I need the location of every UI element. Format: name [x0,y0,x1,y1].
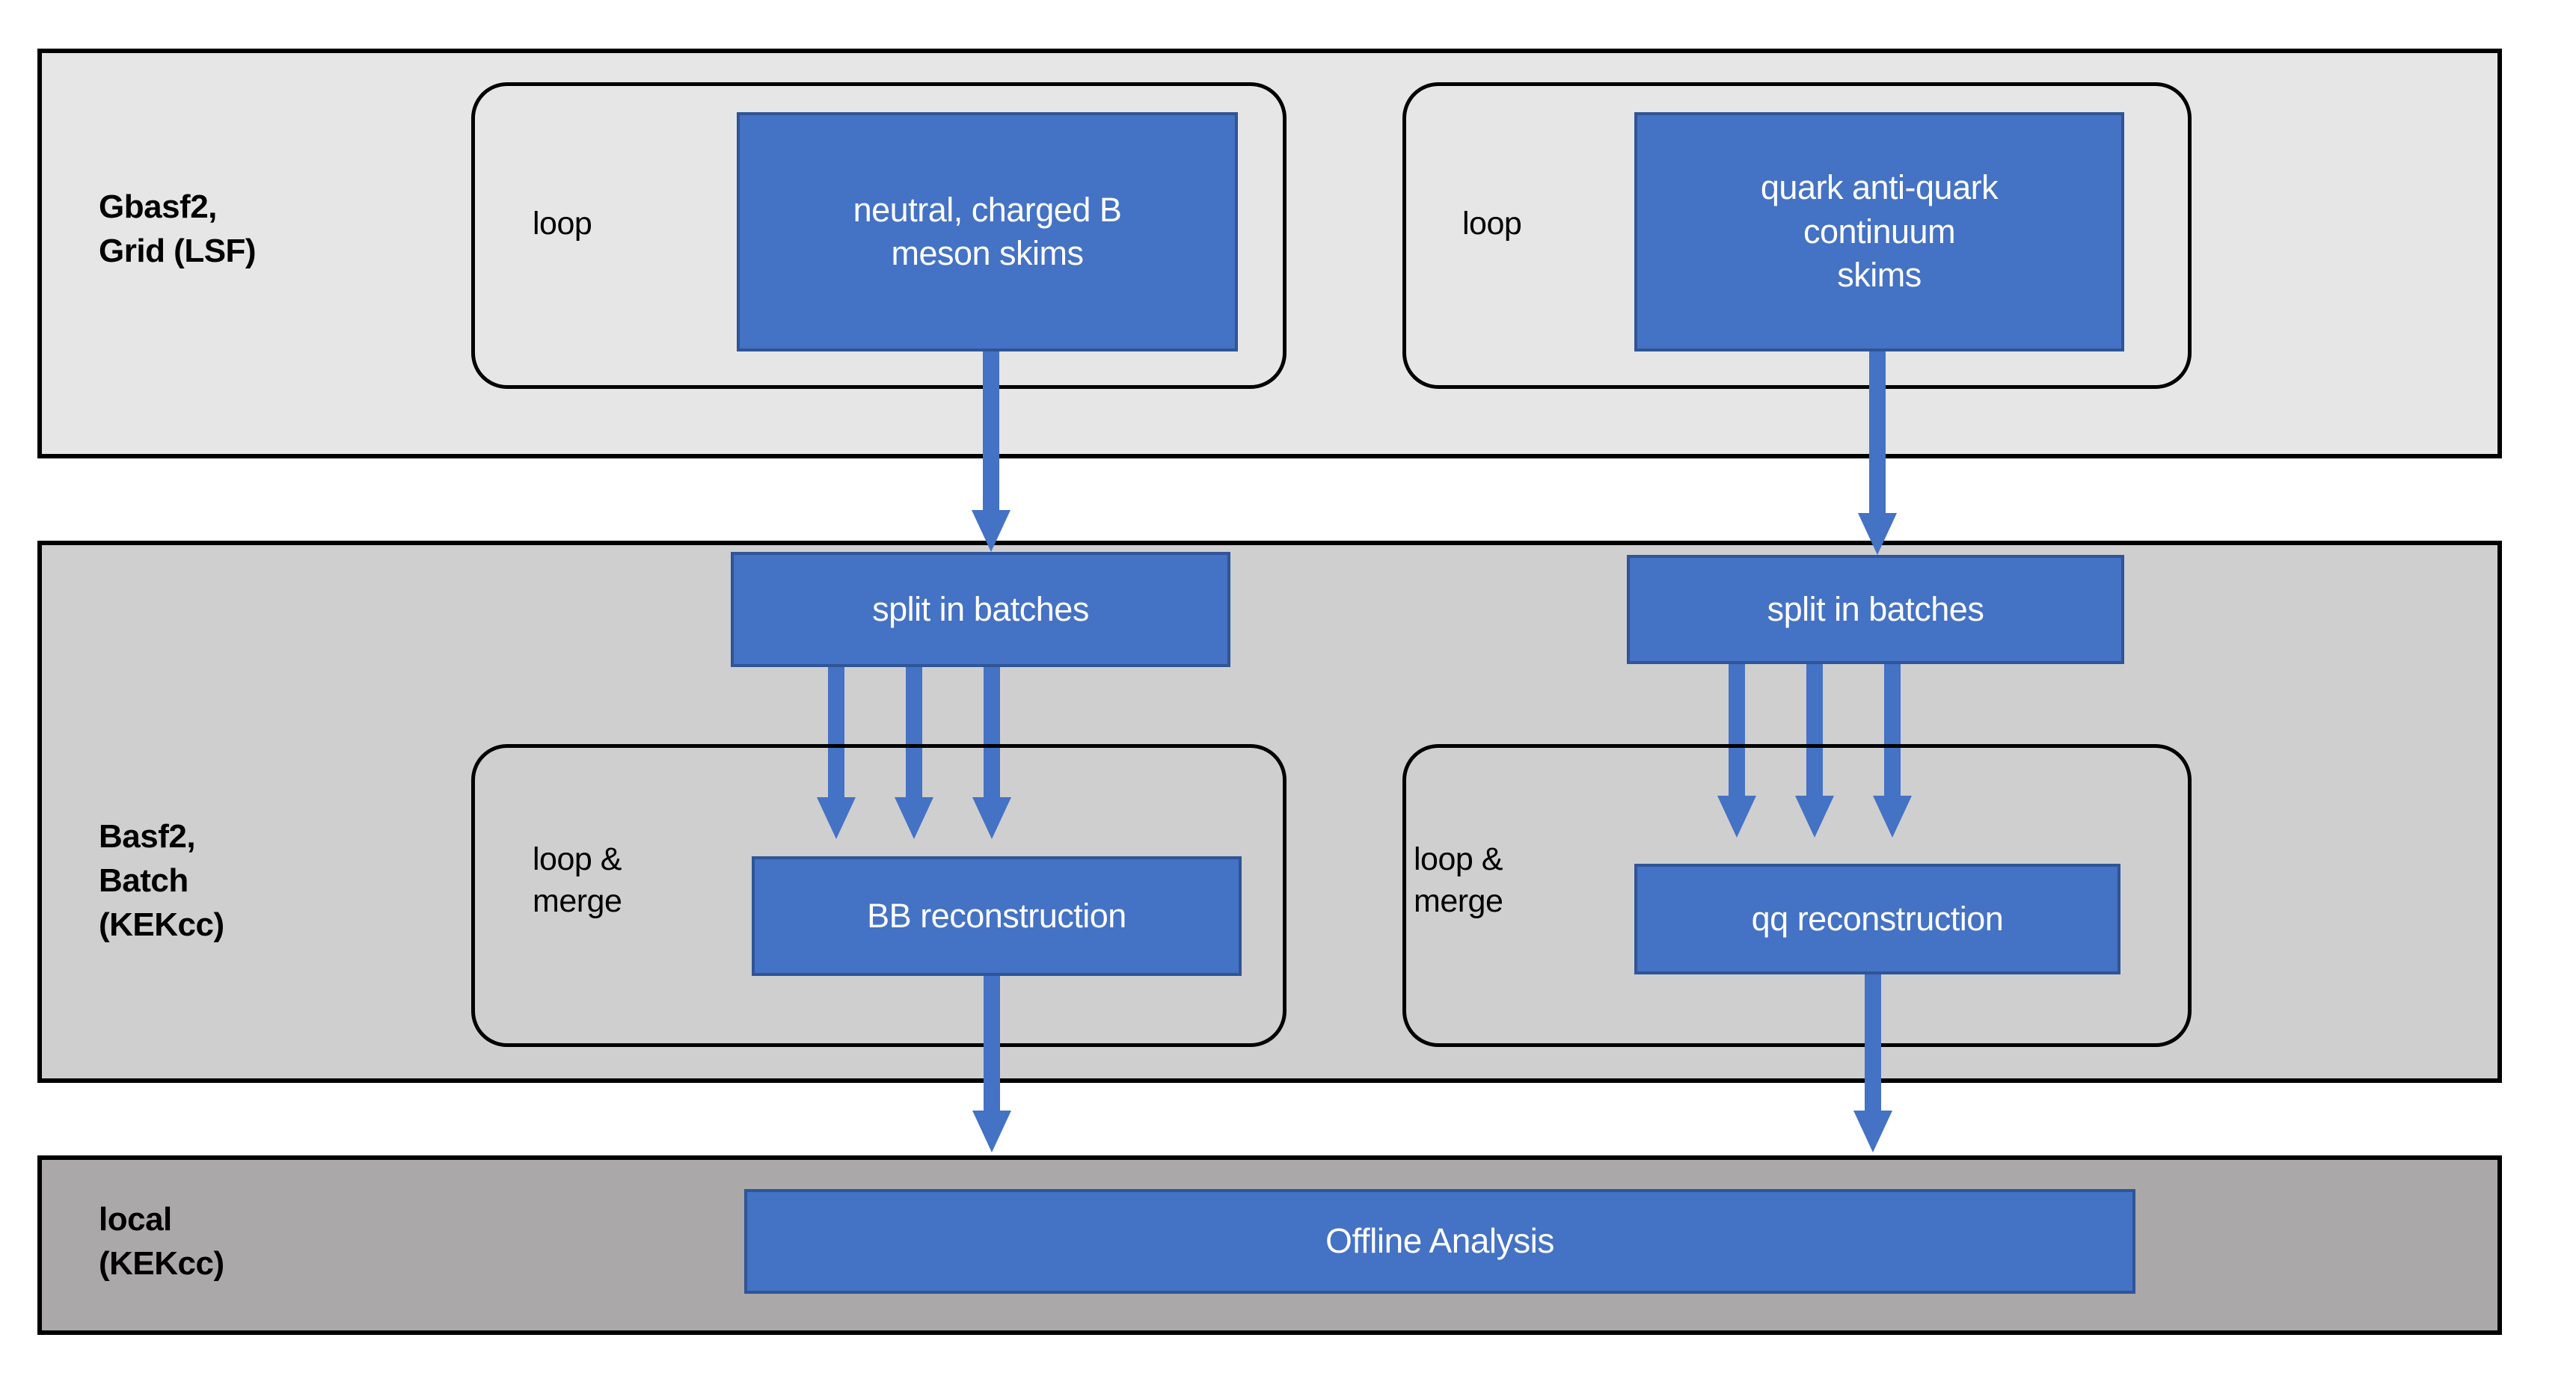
arrow-split-b-2 [890,667,938,839]
group-loop-merge-bb-label: loop & merge [533,841,622,919]
node-offline-analysis[interactable]: Offline Analysis [744,1189,2135,1294]
arrow-qq-skim-to-split [1853,351,1901,555]
group-loop-merge-qq [1402,744,2192,1047]
arrow-split-q-1 [1713,664,1761,838]
node-b-meson-skims[interactable]: neutral, charged B meson skims [737,112,1238,351]
group-loop-qq-skim [1402,82,2192,389]
arrow-bb-to-offline [968,976,1016,1152]
group-loop-merge-qq-label: loop & merge [1414,841,1503,919]
node-qq-reconstruction[interactable]: qq reconstruction [1634,864,2120,974]
group-loop-bb-skim [471,82,1287,389]
node-split-batches-q[interactable]: split in batches [1627,555,2124,664]
arrow-split-b-1 [812,667,860,839]
arrow-qq-to-offline [1849,974,1897,1152]
band-batch-label: Basf2, Batch (KEKcc) [99,818,224,943]
group-loop-merge-bb [471,744,1287,1047]
arrow-split-q-3 [1868,664,1916,838]
group-loop-bb-skim-label: loop [533,206,592,242]
node-bb-reconstruction[interactable]: BB reconstruction [752,856,1242,976]
arrow-split-b-3 [968,667,1016,839]
group-loop-qq-skim-label: loop [1462,206,1522,242]
arrow-b-skim-to-split [967,351,1015,552]
node-qq-skims[interactable]: quark anti-quark continuum skims [1634,112,2124,351]
band-local-label: local (KEKcc) [99,1201,224,1282]
node-split-batches-b[interactable]: split in batches [731,552,1230,667]
arrow-split-q-2 [1791,664,1839,838]
band-grid-label: Gbasf2, Grid (LSF) [99,188,257,269]
